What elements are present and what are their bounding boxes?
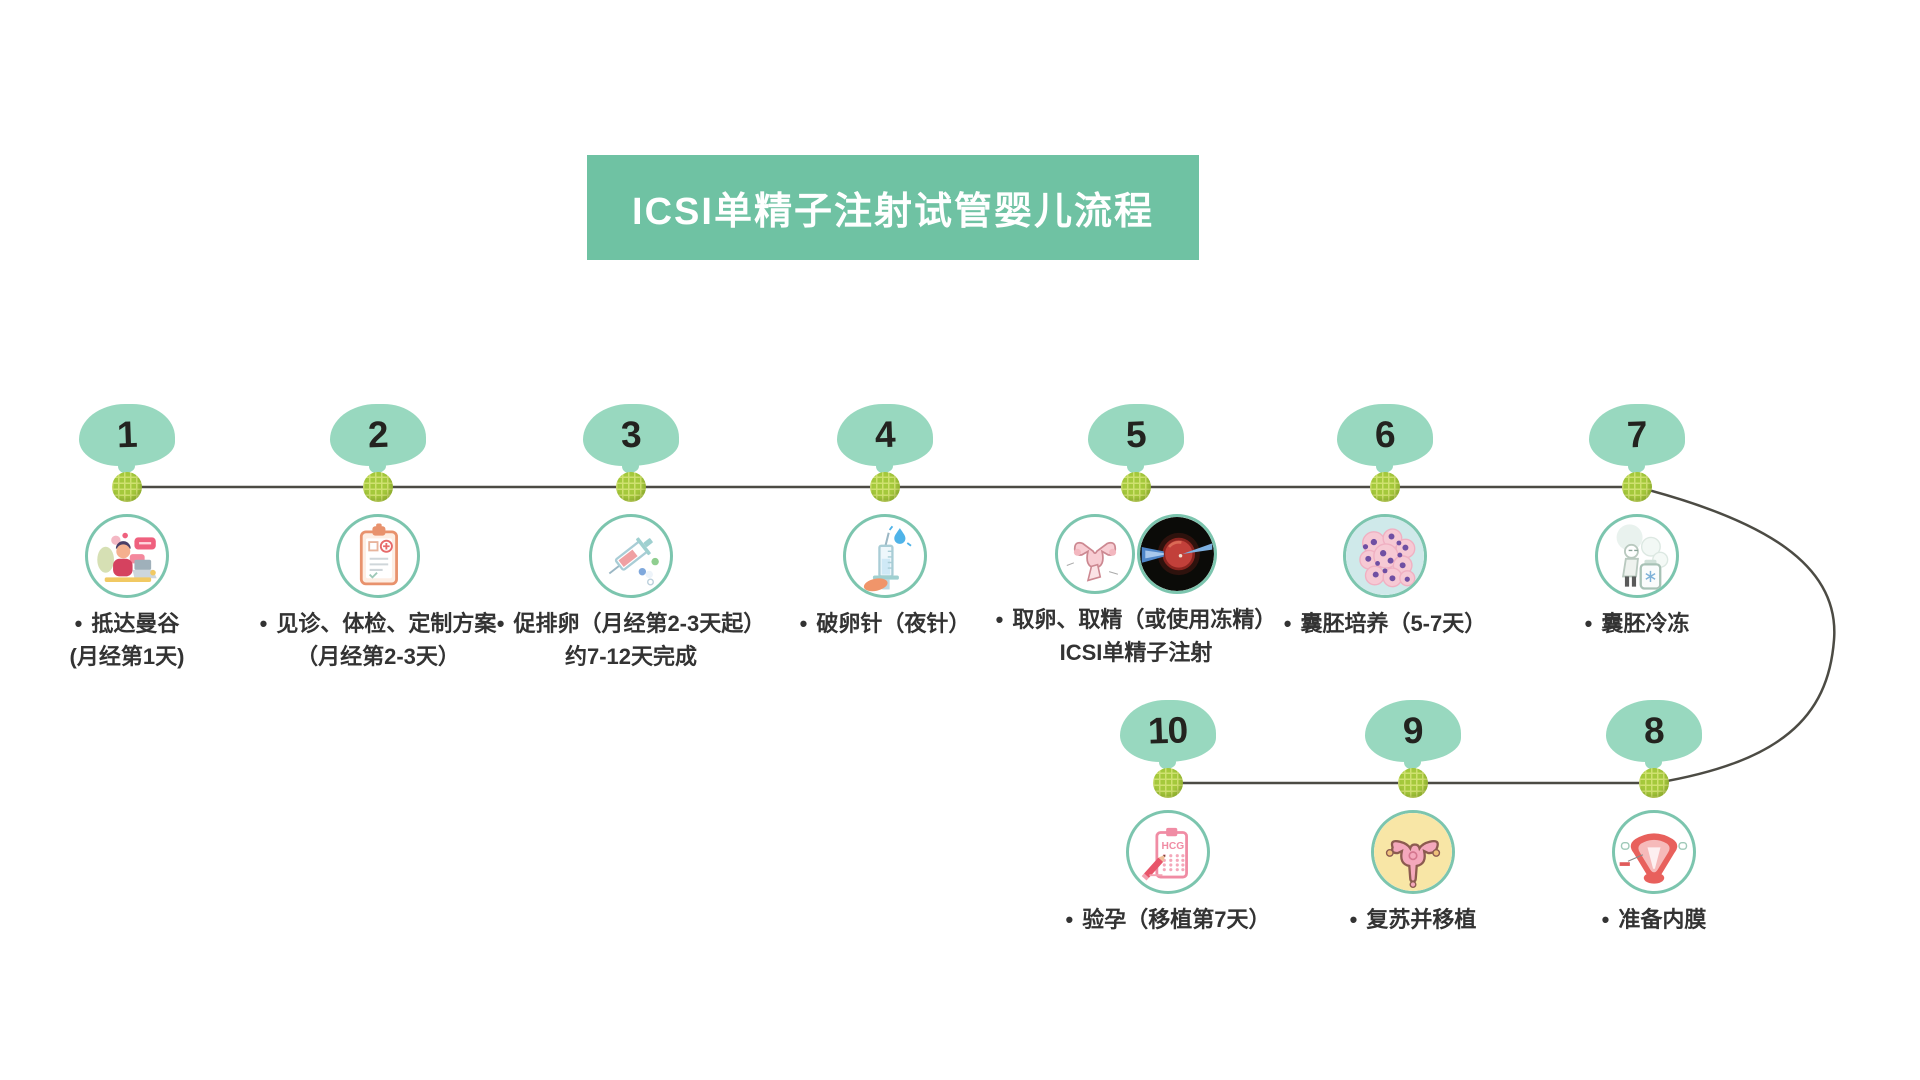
step-9-number: 9 <box>1402 709 1424 752</box>
page-title: ICSI单精子注射试管婴儿流程 <box>632 191 1154 233</box>
step-8-label: •准备内膜 <box>1601 907 1707 932</box>
step-8-number: 8 <box>1643 709 1665 752</box>
step-1-bubble: 1 <box>79 404 175 473</box>
icsi-injection-icon <box>1140 517 1214 591</box>
step-5-icon-ring-left <box>1055 514 1135 594</box>
step-2-label: •见诊、体检、定制方案 （月经第2-3天） <box>259 611 497 669</box>
step-3-bubble: 3 <box>583 404 679 473</box>
step-3-number: 3 <box>620 413 642 456</box>
step-8: 8 •准备内膜 <box>1504 700 1804 936</box>
step-10: 10 HCG •验孕（移植第7天） <box>1018 700 1318 936</box>
step-7-number: 7 <box>1626 413 1648 456</box>
step-7-label: •囊胚冷冻 <box>1584 611 1690 636</box>
step-5-bubble: 5 <box>1088 404 1184 473</box>
svg-text:HCG: HCG <box>1162 841 1185 852</box>
step-6-node <box>1370 472 1400 502</box>
step-5-label: •取卵、取精（或使用冻精） ICSI单精子注射 <box>995 607 1277 665</box>
step-4-icon-ring <box>843 514 927 598</box>
step-10-icon-ring: HCG <box>1126 810 1210 894</box>
step-1-icon-ring <box>85 514 169 598</box>
step-2-icon-ring <box>336 514 420 598</box>
step-2: 2 •见诊、体检、定制方案 （月经第2-3天） <box>228 404 528 673</box>
step-7-icon-ring <box>1595 514 1679 598</box>
step-3-node <box>616 472 646 502</box>
step-3-icon-ring <box>589 514 673 598</box>
step-6-icon-ring <box>1343 514 1427 598</box>
step-9-bubble: 9 <box>1365 700 1461 769</box>
step-1-node <box>112 472 142 502</box>
step-2-bubble: 2 <box>330 404 426 473</box>
step-3: 3 •促排卵（月经第2-3天起） 约7-12天完成 <box>481 404 781 673</box>
step-4-node <box>870 472 900 502</box>
step-6-bubble: 6 <box>1337 404 1433 473</box>
step-2-number: 2 <box>367 413 389 456</box>
step-1-number: 1 <box>116 413 138 456</box>
step-10-label: •验孕（移植第7天） <box>1065 907 1271 932</box>
step-4-number: 4 <box>874 413 896 456</box>
thaw-transfer-icon <box>1374 813 1452 891</box>
step-9: 9 •复苏并移植 <box>1263 700 1563 936</box>
step-1: 1 •抵达曼谷 (月经第1天) <box>0 404 277 673</box>
step-6-number: 6 <box>1374 413 1396 456</box>
step-7-bubble: 7 <box>1589 404 1685 473</box>
embryo-freezing-icon <box>1616 524 1669 590</box>
trigger-shot-icon <box>863 525 912 592</box>
step-10-bubble: 10 <box>1120 700 1216 769</box>
arrival-bangkok-icon <box>97 532 157 582</box>
step-9-node <box>1398 768 1428 798</box>
step-9-label: •复苏并移植 <box>1349 907 1477 932</box>
step-7: 7 •囊胚冷冻 <box>1487 404 1787 640</box>
step-6: 6 •囊胚培养（5-7天） <box>1235 404 1535 640</box>
step-7-node <box>1622 472 1652 502</box>
step-8-node <box>1639 768 1669 798</box>
step-5-icon-ring-right <box>1137 514 1217 594</box>
timeline-curve-7-to-8 <box>1636 485 1836 785</box>
step-5: 5 •取卵、取精（或使用冻精） <box>986 404 1286 669</box>
endometrium-prep-icon <box>1619 833 1688 884</box>
blastocyst-culture-icon <box>1346 517 1424 595</box>
stimulation-injection-icon <box>608 537 659 586</box>
step-8-bubble: 8 <box>1606 700 1702 769</box>
step-5-number: 5 <box>1125 413 1147 456</box>
step-5-node <box>1121 472 1151 502</box>
egg-sperm-retrieval-icon <box>1066 541 1119 582</box>
consult-checkup-icon <box>359 523 398 586</box>
step-9-icon-ring <box>1371 810 1455 894</box>
step-1-label: •抵达曼谷 (月经第1天) <box>69 611 185 669</box>
step-2-node <box>363 472 393 502</box>
step-8-icon-ring <box>1612 810 1696 894</box>
step-10-number: 10 <box>1147 709 1189 752</box>
step-6-label: •囊胚培养（5-7天） <box>1283 611 1487 636</box>
step-4: 4 •破卵针（夜针） <box>735 404 1035 640</box>
step-4-bubble: 4 <box>837 404 933 473</box>
title-banner: ICSI单精子注射试管婴儿流程 <box>587 155 1199 260</box>
step-10-node <box>1153 768 1183 798</box>
step-4-label: •破卵针（夜针） <box>799 611 971 636</box>
pregnancy-test-icon: HCG <box>1141 827 1188 881</box>
step-3-label: •促排卵（月经第2-3天起） 约7-12天完成 <box>496 611 766 669</box>
